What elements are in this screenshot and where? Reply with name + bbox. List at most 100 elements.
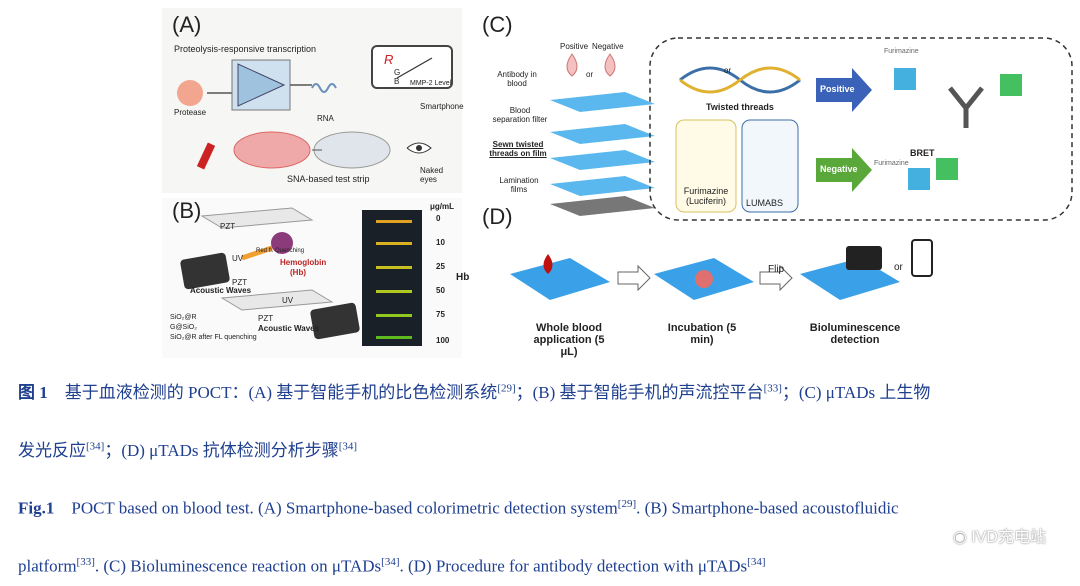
ref: [29] xyxy=(617,498,637,510)
pzt-label-1: PZT xyxy=(220,222,236,231)
blood-drop-icon-2 xyxy=(604,53,616,77)
axis-title: Hb xyxy=(456,272,470,283)
pzt-label-3: PZT xyxy=(258,314,274,323)
panel-c: (C) Positive Negative or Antibody in blo… xyxy=(480,8,1080,223)
smartphone-icon xyxy=(371,45,453,89)
phone-left-icon xyxy=(180,252,230,290)
ref: [33] xyxy=(763,382,782,395)
filter-label: Blood separation filter xyxy=(492,106,548,124)
panel-d-graphic xyxy=(510,239,933,300)
caption-zh-fig: 图 1 xyxy=(18,383,48,402)
lumabs-label: LUMABS xyxy=(746,198,784,208)
protease-label: Protease xyxy=(174,108,207,117)
negative-arrow xyxy=(816,148,872,192)
rna-icon xyxy=(311,83,337,93)
tick-label: 0 xyxy=(436,214,441,223)
step1-label: Whole blood application (5 μL) xyxy=(533,322,605,358)
caption-en-line2: platform[33]. (C) Bioluminescence reacti… xyxy=(18,556,766,577)
panel-b-label: (B) xyxy=(172,198,202,223)
antibody-label: Antibody in blood xyxy=(497,70,537,88)
ref: [34] xyxy=(381,556,400,568)
ref: [34] xyxy=(747,556,766,568)
caption-en-fig: Fig.1 xyxy=(18,498,55,518)
watermark-text: IVD充电站 xyxy=(971,529,1046,546)
furimazine-label: Furimazine (Luciferin) xyxy=(683,186,729,206)
caption-zh-line1: 图 1 基于血液检测的 POCT：(A) 基于智能手机的比色检测系统[29]；(… xyxy=(18,378,930,403)
phone-axis: MMP-2 Level xyxy=(410,80,452,87)
step3-label: Bioluminescence detection xyxy=(809,322,901,346)
furimazine-tag-1: Furimazine xyxy=(884,48,919,55)
legend-item-3: SiO₂@R after FL quenching xyxy=(170,334,257,341)
ref: [29] xyxy=(497,382,516,395)
smartphone-label: Smartphone xyxy=(420,102,464,111)
furimazine-tag-2: Furimazine xyxy=(874,160,909,167)
acoustic-label-2: Acoustic Waves xyxy=(258,324,320,333)
tick-label: 50 xyxy=(436,286,445,295)
lamination-label: Lamination films xyxy=(499,176,539,194)
caption-zh-text1: 基于血液检测的 POCT：(A) 基于智能手机的比色检测系统 xyxy=(64,383,498,402)
naked-eyes-label: Naked eyes xyxy=(420,166,444,184)
or-label-3: or xyxy=(894,262,903,273)
panel-a-graphic xyxy=(177,45,453,170)
caption-en-text2: . (B) Smartphone-based acoustofluidic xyxy=(636,498,899,518)
caption-en-text3: platform xyxy=(18,556,77,576)
caption-zh-text4: 发光反应 xyxy=(18,441,86,460)
arrow-negative-label: Negative xyxy=(820,164,858,174)
wechat-icon: ◉ xyxy=(952,529,967,546)
tick-label: 100 xyxy=(436,336,450,345)
strip-label: SNA-based test strip xyxy=(287,174,370,184)
phone-right-icon xyxy=(310,302,360,340)
tick-label: 10 xyxy=(436,238,445,247)
caption-en-text4: . (C) Bioluminescence reaction on μTADs xyxy=(94,556,382,576)
arrow-positive-label: Positive xyxy=(820,84,855,94)
legend-item-2: G@SiO₂ xyxy=(170,324,197,331)
caption-en-line1: Fig.1 POCT based on blood test. (A) Smar… xyxy=(18,498,899,519)
panel-d: (D) Flip or Whole blood application (5 μ… xyxy=(480,204,1080,358)
hemoglobin-label: Hemoglobin xyxy=(280,258,327,267)
caption-en-text5: . (D) Procedure for antibody detection w… xyxy=(399,556,748,576)
or-label-2: or xyxy=(724,66,732,75)
next-arrow-1 xyxy=(617,264,651,292)
phone-r: R xyxy=(384,52,394,67)
figure: (A) Proteolysis-responsive transcription xyxy=(162,8,1080,358)
ref: [34] xyxy=(338,440,358,453)
camera-icon xyxy=(846,246,882,270)
positive-arrow xyxy=(816,68,872,112)
step2-label: Incubation (5 min) xyxy=(667,322,737,346)
ref: [33] xyxy=(76,556,95,568)
panel-a: (A) Proteolysis-responsive transcription xyxy=(162,8,464,193)
tick-label: 75 xyxy=(436,310,445,319)
panel-a-title: Proteolysis-responsive transcription xyxy=(174,44,317,54)
blood-drop-icon xyxy=(566,53,578,77)
uv-label-1: UV xyxy=(232,254,244,263)
rna-label: RNA xyxy=(317,114,334,123)
hemoglobin-icon xyxy=(271,232,293,254)
pzt-label-2: PZT xyxy=(232,278,248,287)
panel-c-label: (C) xyxy=(482,12,513,37)
bret-label: BRET xyxy=(910,148,935,158)
sewn-label: Sewn twisted threads on film xyxy=(489,140,547,158)
caption-zh-text5: ；(D) μTADs 抗体检测分析步骤 xyxy=(104,441,339,460)
blood-drop-icon xyxy=(543,254,553,274)
film-step1 xyxy=(510,258,610,300)
next-arrow-2 xyxy=(759,264,793,292)
twisted-label: Twisted threads xyxy=(706,102,774,112)
positive-label: Positive xyxy=(560,42,589,51)
blood-tube-icon xyxy=(196,142,216,170)
panel-d-label: (D) xyxy=(482,204,513,229)
panel-b-graphic xyxy=(180,207,360,340)
legend-item-1: SiO₂@R xyxy=(170,314,197,321)
hb-abbr-label: (Hb) xyxy=(290,268,306,277)
uv-label-2: UV xyxy=(282,296,294,305)
caption-zh-line2: 发光反应[34]；(D) μTADs 抗体检测分析步骤[34] xyxy=(18,436,357,461)
watermark: ◉ IVD充电站 xyxy=(953,523,1046,547)
caption-zh-text3: ；(C) μTADs 上生物 xyxy=(781,383,931,402)
phone-g: G xyxy=(394,68,401,77)
detail-box xyxy=(649,37,1073,221)
ref: [34] xyxy=(86,440,105,453)
caption-zh-text2: ；(B) 基于智能手机的声流控平台 xyxy=(515,383,764,402)
test-strip-left xyxy=(233,131,311,169)
or-label-1: or xyxy=(586,70,594,79)
fluorescence-image xyxy=(362,210,422,346)
flip-label: Flip xyxy=(768,264,785,275)
